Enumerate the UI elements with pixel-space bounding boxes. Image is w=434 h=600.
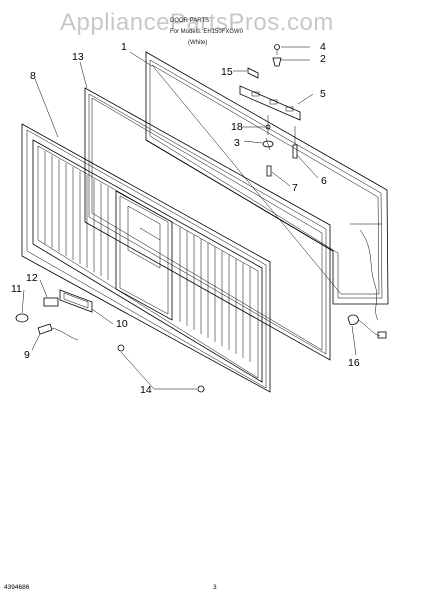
door-liner	[21, 123, 271, 393]
hinge-assembly	[239, 44, 301, 177]
callout-4: 4	[320, 41, 326, 53]
hinge-pin-2	[272, 57, 282, 67]
callout-5: 5	[320, 88, 326, 100]
watermark-text: AppliancePartsPros.com	[60, 9, 334, 36]
handle-10	[59, 289, 93, 313]
callout-16: 16	[348, 357, 360, 369]
hinge-bracket-6	[292, 144, 298, 159]
door-outer-panel	[145, 51, 389, 321]
callout-13: 13	[72, 51, 84, 63]
hinge-plate-5	[239, 85, 301, 121]
wire-harness-16	[347, 314, 359, 325]
header-title: DOOR PARTS	[170, 18, 209, 24]
callout-9: 9	[24, 349, 30, 361]
callout-10: 10	[116, 318, 128, 330]
header-color: (White)	[188, 40, 207, 46]
callout-12: 12	[26, 272, 38, 284]
socket-9	[37, 323, 53, 335]
switch-12	[43, 297, 59, 307]
handle-light-assembly	[15, 289, 387, 393]
plug-14b	[197, 385, 205, 393]
callout-3: 3	[234, 137, 240, 149]
callout-18: 18	[231, 121, 243, 133]
callout-labels: 1 2 3 4 5 6 7 8 9 10 11 12 13 14 15 16 1…	[11, 41, 360, 396]
shim-15	[247, 67, 259, 79]
lamp-11	[15, 313, 29, 323]
door-gasket	[84, 87, 331, 361]
callout-6: 6	[321, 175, 327, 187]
callout-11: 11	[11, 283, 22, 295]
washer-3	[262, 140, 274, 148]
callout-15: 15	[221, 66, 233, 78]
leader-lines	[21, 46, 357, 390]
callout-8: 8	[30, 70, 36, 82]
bushing-18	[265, 124, 271, 130]
callout-1: 1	[121, 41, 127, 53]
plug-14a	[117, 344, 125, 352]
document-number: 4394686	[4, 584, 30, 591]
callout-7: 7	[292, 182, 298, 194]
callout-2: 2	[320, 53, 326, 65]
callout-14: 14	[140, 384, 152, 396]
screw-4	[274, 44, 280, 50]
spring-7	[266, 165, 272, 177]
page-number: 3	[213, 584, 217, 591]
header-models: For Models: EH150FXGW0	[170, 29, 244, 35]
